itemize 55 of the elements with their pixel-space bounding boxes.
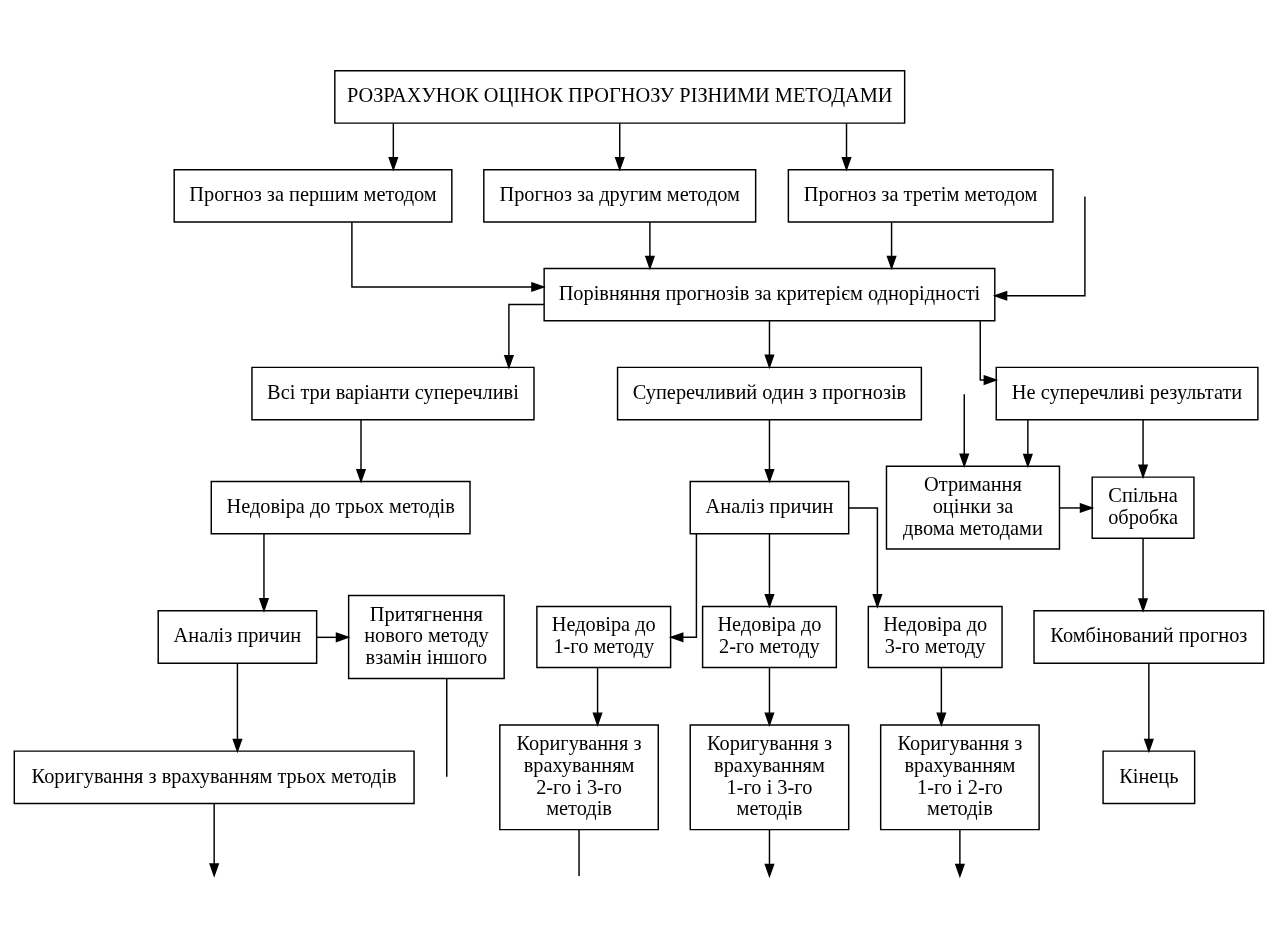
arrow: [764, 828, 775, 878]
node-box: Комбінований прогноз: [1033, 609, 1265, 664]
arrow: [644, 221, 655, 270]
arrow: [764, 319, 775, 369]
arrow: [1143, 662, 1154, 753]
arrow: [979, 320, 999, 385]
arrow: [351, 220, 546, 292]
node-box: Спільна обробка: [1091, 475, 1195, 539]
node-box: Недовіра до 2-го методу: [701, 605, 838, 668]
node-box: Недовіра до трьох методів: [210, 480, 471, 535]
arrow: [764, 666, 775, 727]
connector: [578, 828, 580, 877]
node-box: Прогноз за третім методом: [787, 168, 1054, 223]
arrow: [614, 122, 625, 171]
node-box: Всі три варіанти суперечливі: [251, 366, 535, 420]
arrow: [954, 828, 965, 878]
arrow: [959, 393, 970, 468]
arrow: [848, 506, 883, 609]
node-box: Коригування з врахуванням 2-го і 3-го методів: [499, 723, 659, 830]
node-box: Отримання оцінки за двома методами: [885, 465, 1061, 550]
connector: [446, 677, 448, 777]
node-box: Прогноз за першим методом: [173, 168, 453, 223]
arrow: [1137, 537, 1149, 613]
node-box: Прогноз за другим методом: [483, 168, 757, 223]
arrow: [388, 122, 399, 171]
arrow: [1022, 418, 1033, 468]
node-box: Недовіра до 3-го методу: [867, 605, 1003, 668]
arrow: [232, 662, 243, 753]
arrow: [764, 532, 775, 609]
arrow: [936, 666, 947, 727]
arrow: [1137, 418, 1149, 479]
node-box: Аналіз причин: [157, 609, 318, 664]
node-box: Недовіра до 1-го методу: [536, 605, 672, 668]
node-box: Коригування з врахуванням 1-го і 3-го методів: [689, 723, 850, 830]
arrow: [992, 195, 1086, 301]
arrow: [592, 666, 603, 727]
node-box: Суперечливий один з прогнозів: [616, 366, 923, 420]
node-box: Не суперечливі результати: [995, 366, 1259, 420]
arrow: [841, 122, 852, 171]
arrow: [316, 631, 351, 642]
node-box: Аналіз причин: [689, 480, 850, 535]
node-box: Коригування з врахуванням 1-го і 2-го методів: [879, 723, 1040, 830]
arrow: [764, 418, 775, 483]
node-box: Порівняння прогнозів за критерієм однорідності: [543, 267, 996, 322]
node-box: Коригування з врахуванням трьох методів: [13, 749, 415, 804]
arrow: [258, 532, 270, 613]
node-box: Кінець: [1102, 749, 1196, 804]
arrow: [668, 532, 698, 642]
arrow: [355, 418, 367, 483]
node-box: Притягнення нового методу взамін іншого: [347, 594, 505, 679]
arrow: [503, 303, 545, 369]
arrow: [1058, 502, 1095, 513]
arrow: [209, 802, 220, 878]
arrow: [886, 221, 897, 270]
node-box: РОЗРАХУНОК ОЦІНОК ПРОГНОЗУ РІЗНИМИ МЕТОДАМИ: [334, 69, 906, 124]
